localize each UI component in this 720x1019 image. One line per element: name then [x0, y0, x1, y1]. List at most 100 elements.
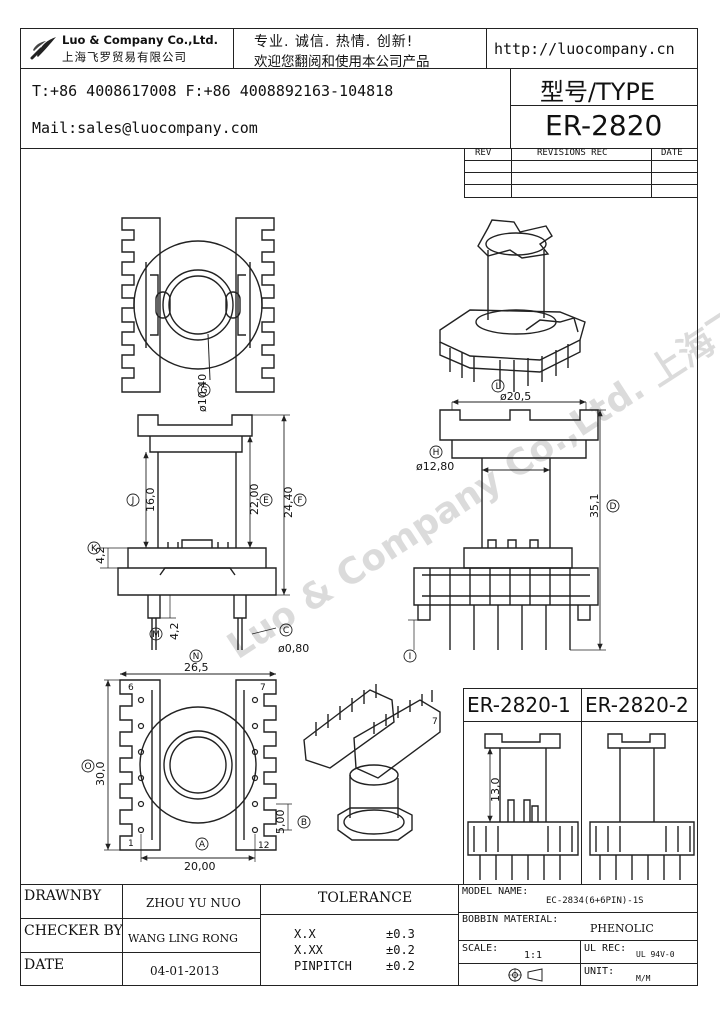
- top-view: [121, 217, 275, 393]
- callout-h: H: [429, 445, 443, 459]
- unit-value: M/M: [636, 974, 651, 983]
- drawnby-label: DRAWNBY: [24, 888, 102, 904]
- svg-text:F: F: [297, 496, 302, 506]
- header-rule: [20, 68, 698, 69]
- callout-j: J: [126, 493, 140, 507]
- footer-rule: [458, 912, 698, 913]
- slogan-sub: 欢迎您翻阅和使用本公司产品: [254, 54, 430, 70]
- dim-4-2-k: 4,2: [94, 547, 107, 565]
- unit-label: UNIT:: [584, 966, 615, 977]
- footer-rule: [20, 884, 698, 885]
- type-label: 型号/TYPE: [540, 78, 656, 106]
- svg-text:D: D: [610, 502, 617, 512]
- date-label: DATE: [24, 957, 65, 973]
- variant-2-label: ER-2820-2: [585, 693, 689, 717]
- callout-l: L: [491, 379, 505, 393]
- variant-2-view: [589, 733, 695, 880]
- dim-20-00: 20,00: [184, 860, 216, 873]
- footer-divider: [458, 884, 459, 986]
- callouts: G J E F K M C L H D I N O B A: [81, 379, 620, 851]
- revisions-rec-header: REVISIONS REC: [537, 148, 608, 158]
- variant-1-view: [467, 733, 579, 880]
- pin-12-label: 12: [258, 841, 269, 851]
- checker-value: WANG LING RONG: [128, 932, 238, 945]
- callout-m: M: [149, 627, 163, 641]
- svg-text:L: L: [495, 382, 500, 392]
- drawnby-value: ZHOU YU NUO: [146, 896, 241, 910]
- iso-pin-7-label: 7: [432, 717, 438, 727]
- svg-text:O: O: [84, 762, 91, 772]
- callout-a: A: [195, 837, 209, 851]
- tol-x-value: ±0.3: [386, 927, 415, 941]
- callout-k: K: [87, 541, 101, 555]
- callout-c: C: [279, 623, 293, 637]
- footer-rule: [20, 918, 260, 919]
- svg-text:A: A: [199, 840, 206, 850]
- dim-12-80: ø12,80: [416, 460, 454, 473]
- callout-n: N: [189, 649, 203, 663]
- revisions-table: REV REVISIONS REC DATE: [464, 148, 698, 198]
- footer-divider: [580, 940, 581, 986]
- tol-pinpitch-value: ±0.2: [386, 959, 415, 973]
- dim-35-1: 35,1: [588, 494, 601, 519]
- dim-22-00: 22,00: [248, 484, 261, 516]
- pin-1-label: 1: [128, 839, 134, 849]
- model-name-label: MODEL NAME:: [462, 886, 529, 897]
- email: Mail:sales@luocompany.com: [32, 119, 258, 137]
- isometric-view-top: [439, 219, 586, 392]
- pin-6-label: 6: [128, 683, 134, 693]
- tolerance-label: TOLERANCE: [318, 890, 413, 906]
- variant-1-label: ER-2820-1: [467, 693, 571, 717]
- header-divider: [233, 28, 234, 68]
- dim-16-0: 16,0: [144, 488, 157, 513]
- model-number: ER-2820: [545, 109, 663, 142]
- callout-g: G: [197, 383, 211, 397]
- svg-text:G: G: [201, 386, 208, 396]
- tol-xx-value: ±0.2: [386, 943, 415, 957]
- callout-b: B: [297, 815, 311, 829]
- scale-value: 1:1: [524, 950, 543, 961]
- footer-divider: [122, 884, 123, 986]
- callout-d: D: [606, 499, 620, 513]
- front-view: [117, 414, 277, 650]
- dim-4-2-m: 4,2: [168, 623, 181, 641]
- svg-text:M: M: [152, 630, 160, 640]
- bobbin-material-label: BOBBIN MATERIAL:: [462, 914, 559, 925]
- svg-text:B: B: [301, 818, 307, 828]
- drawing-frame: [20, 28, 698, 986]
- dim-30-0: 30,0: [94, 762, 107, 787]
- projection-symbol-icon: [508, 968, 543, 982]
- header-divider: [510, 68, 511, 148]
- footer-rule: [20, 952, 260, 953]
- checker-label: CHECKER BY: [24, 923, 123, 939]
- svg-text:I: I: [409, 652, 412, 662]
- tol-x-label: X.X: [294, 927, 316, 941]
- footer-rule: [260, 914, 458, 915]
- footer-divider: [260, 884, 261, 986]
- variants-panel: ER-2820-1 ER-2820-2: [463, 688, 698, 884]
- ul-rec-value: UL 94V-0: [636, 950, 675, 959]
- callout-e: E: [259, 493, 273, 507]
- bottom-view: [119, 679, 277, 851]
- tol-pinpitch-label: PINPITCH: [294, 959, 352, 973]
- date-header: DATE: [661, 148, 683, 158]
- company-name-en: Luo & Company Co.,Ltd.: [62, 33, 218, 47]
- isometric-view-bottom: [303, 684, 441, 841]
- bobbin-material-value: PHENOLIC: [590, 922, 654, 935]
- slogan: 专业. 诚信. 热情. 创新!: [254, 34, 414, 50]
- dim-5-00: 5,00: [274, 810, 287, 835]
- callout-i: I: [403, 649, 417, 663]
- dim-0-80: ø0,80: [278, 642, 309, 655]
- company-logo: [30, 37, 56, 60]
- website-link[interactable]: http://luocompany.cn: [494, 40, 675, 58]
- dimension-lines: [100, 399, 606, 862]
- header-rule: [20, 148, 698, 149]
- svg-text:E: E: [263, 496, 269, 506]
- callout-f: F: [293, 493, 307, 507]
- scale-label: SCALE:: [462, 943, 499, 954]
- header-divider: [486, 28, 487, 68]
- header-rule: [510, 105, 698, 106]
- footer-rule: [458, 940, 698, 941]
- footer-rule: [458, 963, 698, 964]
- date-value: 04-01-2013: [150, 964, 220, 978]
